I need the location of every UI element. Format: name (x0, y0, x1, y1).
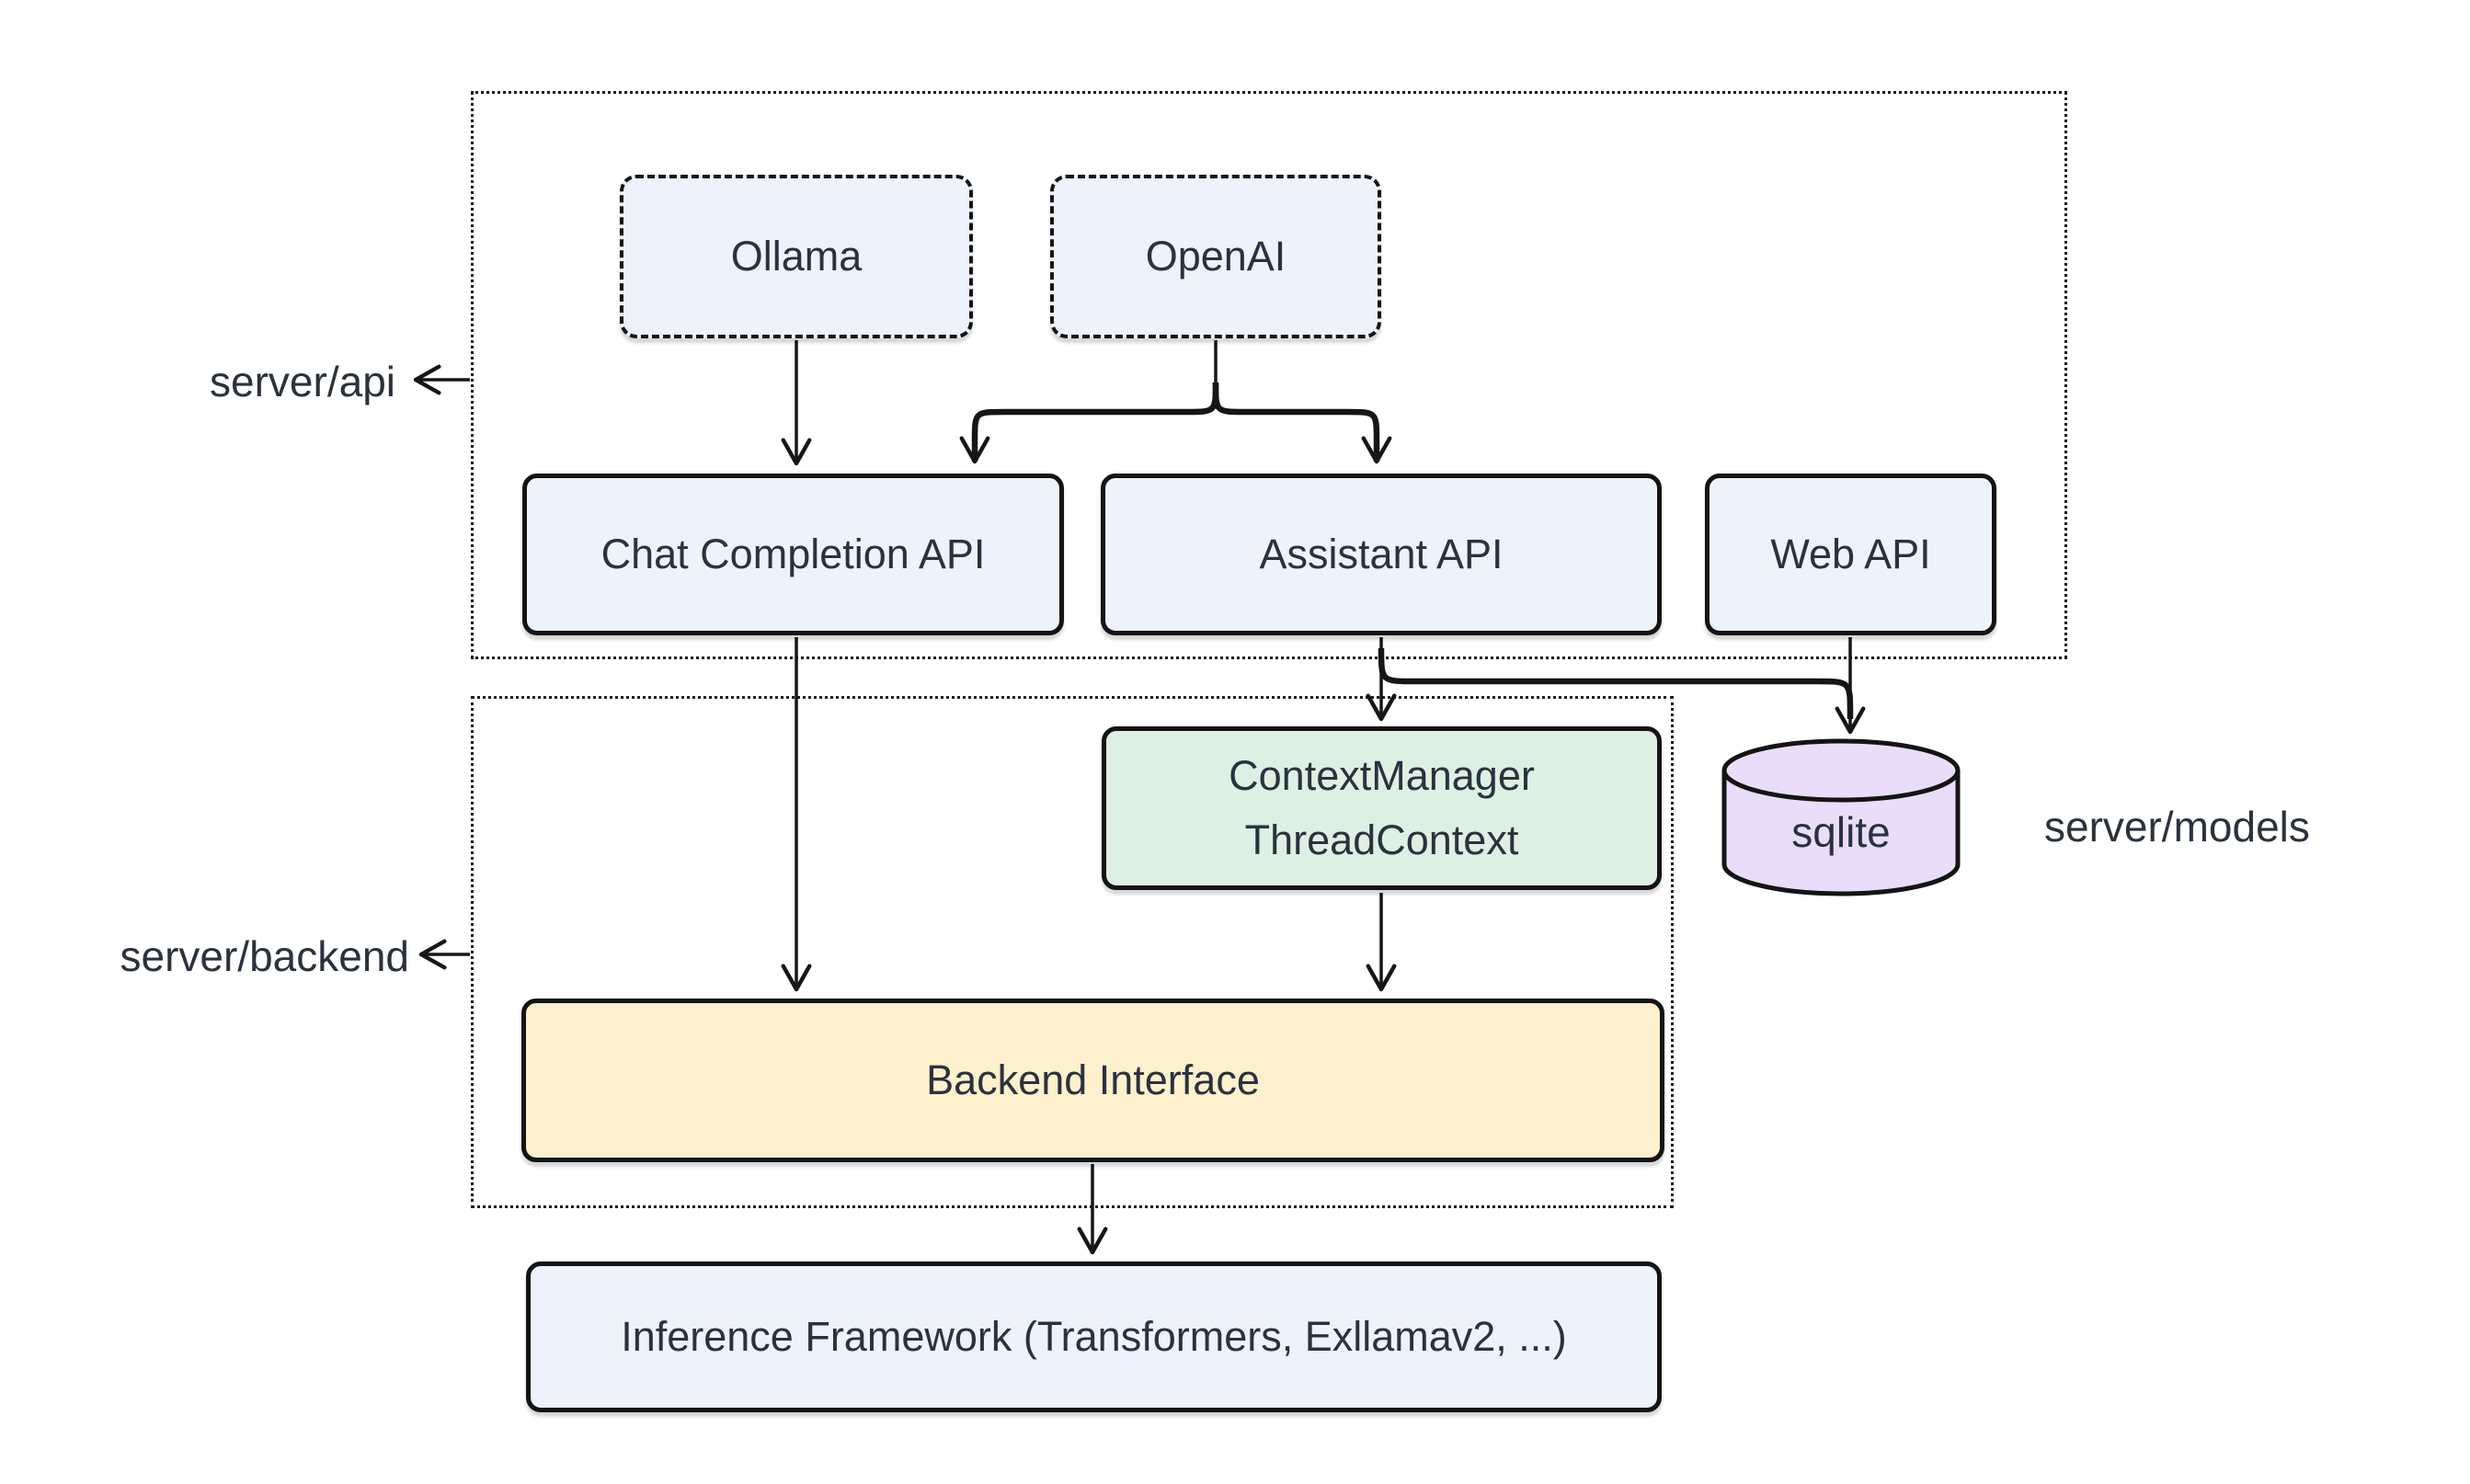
node-context-manager: ContextManager ThreadContext (1102, 726, 1662, 890)
sqlite-cylinder (1721, 738, 1961, 896)
node-assistant-api-label: Assistant API (1259, 531, 1504, 578)
label-server-api: server/api (210, 358, 395, 405)
group-server-backend (471, 696, 1674, 1208)
arrow-assistant-api-to-sqlite (1378, 647, 1854, 719)
node-chat-completion-api: Chat Completion API (522, 474, 1064, 635)
node-web-api-label: Web API (1770, 531, 1931, 578)
node-ollama: Ollama (620, 175, 973, 338)
node-backend-interface: Backend Interface (521, 999, 1664, 1162)
node-backend-interface-label: Backend Interface (926, 1056, 1260, 1104)
node-sqlite-label: sqlite (1791, 808, 1891, 856)
node-ollama-label: Ollama (730, 233, 863, 280)
node-chat-completion-api-label: Chat Completion API (600, 531, 986, 578)
label-server-backend: server/backend (120, 932, 410, 980)
group-server-api (471, 91, 2067, 659)
label-server-models: server/models (2044, 803, 2310, 850)
node-assistant-api: Assistant API (1101, 474, 1662, 635)
node-inference-framework: Inference Framework (Transformers, Exlla… (526, 1261, 1662, 1412)
arrow-openai-to-chat-api (959, 382, 1219, 464)
node-context-manager-line1: ContextManager (1229, 752, 1535, 800)
node-context-manager-line2: ThreadContext (1244, 816, 1519, 863)
node-inference-framework-label: Inference Framework (Transformers, Exlla… (621, 1313, 1567, 1361)
arrow-openai-to-assistant-api (1212, 382, 1392, 464)
node-openai: OpenAI (1050, 175, 1381, 338)
node-web-api: Web API (1705, 474, 1996, 635)
node-openai-label: OpenAI (1145, 233, 1286, 280)
